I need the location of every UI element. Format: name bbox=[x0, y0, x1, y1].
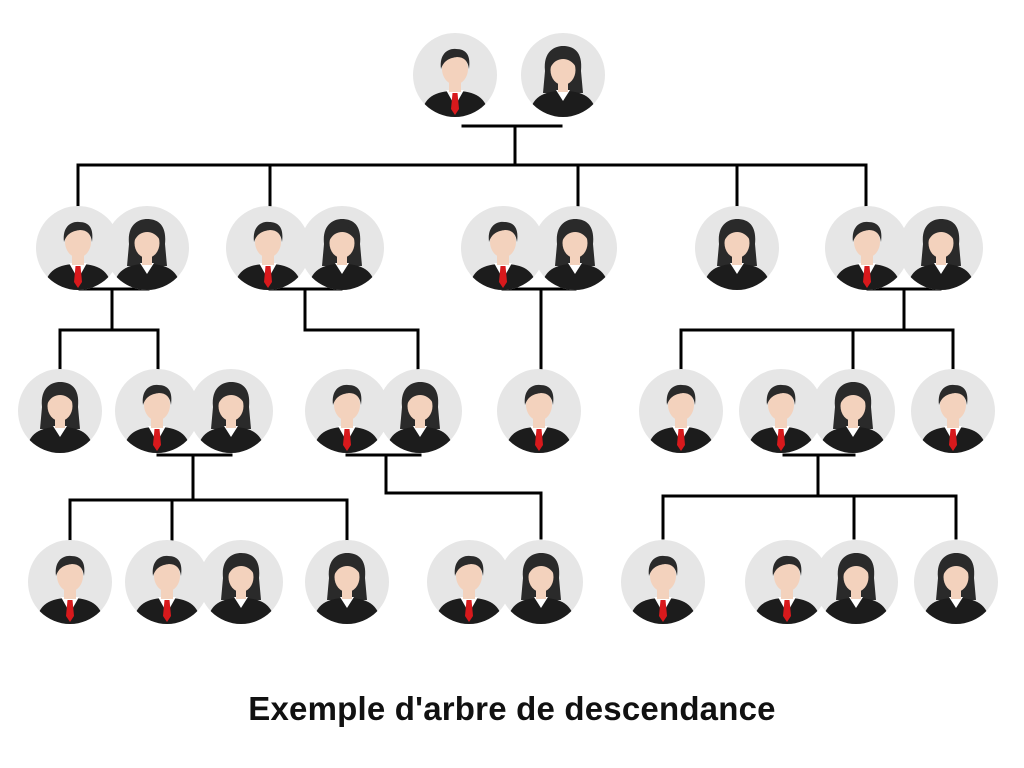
woman-avatar-icon bbox=[695, 206, 779, 290]
man-avatar-icon bbox=[739, 369, 823, 453]
man-avatar-icon bbox=[825, 206, 909, 290]
man-avatar-icon bbox=[621, 540, 705, 624]
man-avatar-icon bbox=[461, 206, 545, 290]
woman-avatar-icon bbox=[378, 369, 462, 453]
woman-avatar-icon bbox=[189, 369, 273, 453]
man-avatar-icon bbox=[305, 369, 389, 453]
woman-avatar-icon bbox=[305, 540, 389, 624]
woman-avatar-icon bbox=[105, 206, 189, 290]
woman-avatar-icon bbox=[814, 540, 898, 624]
man-avatar-icon bbox=[413, 33, 497, 117]
tree-connectors bbox=[58, 124, 958, 543]
man-avatar-icon bbox=[911, 369, 995, 453]
man-avatar-icon bbox=[226, 206, 310, 290]
man-avatar-icon bbox=[115, 369, 199, 453]
man-avatar-icon bbox=[427, 540, 511, 624]
woman-avatar-icon bbox=[199, 540, 283, 624]
woman-avatar-icon bbox=[18, 369, 102, 453]
woman-avatar-icon bbox=[521, 33, 605, 117]
man-avatar-icon bbox=[125, 540, 209, 624]
woman-avatar-icon bbox=[899, 206, 983, 290]
man-avatar-icon bbox=[28, 540, 112, 624]
woman-avatar-icon bbox=[300, 206, 384, 290]
man-avatar-icon bbox=[639, 369, 723, 453]
woman-avatar-icon bbox=[499, 540, 583, 624]
woman-avatar-icon bbox=[811, 369, 895, 453]
diagram-caption: Exemple d'arbre de descendance bbox=[248, 690, 776, 727]
man-avatar-icon bbox=[497, 369, 581, 453]
woman-avatar-icon bbox=[914, 540, 998, 624]
woman-avatar-icon bbox=[533, 206, 617, 290]
